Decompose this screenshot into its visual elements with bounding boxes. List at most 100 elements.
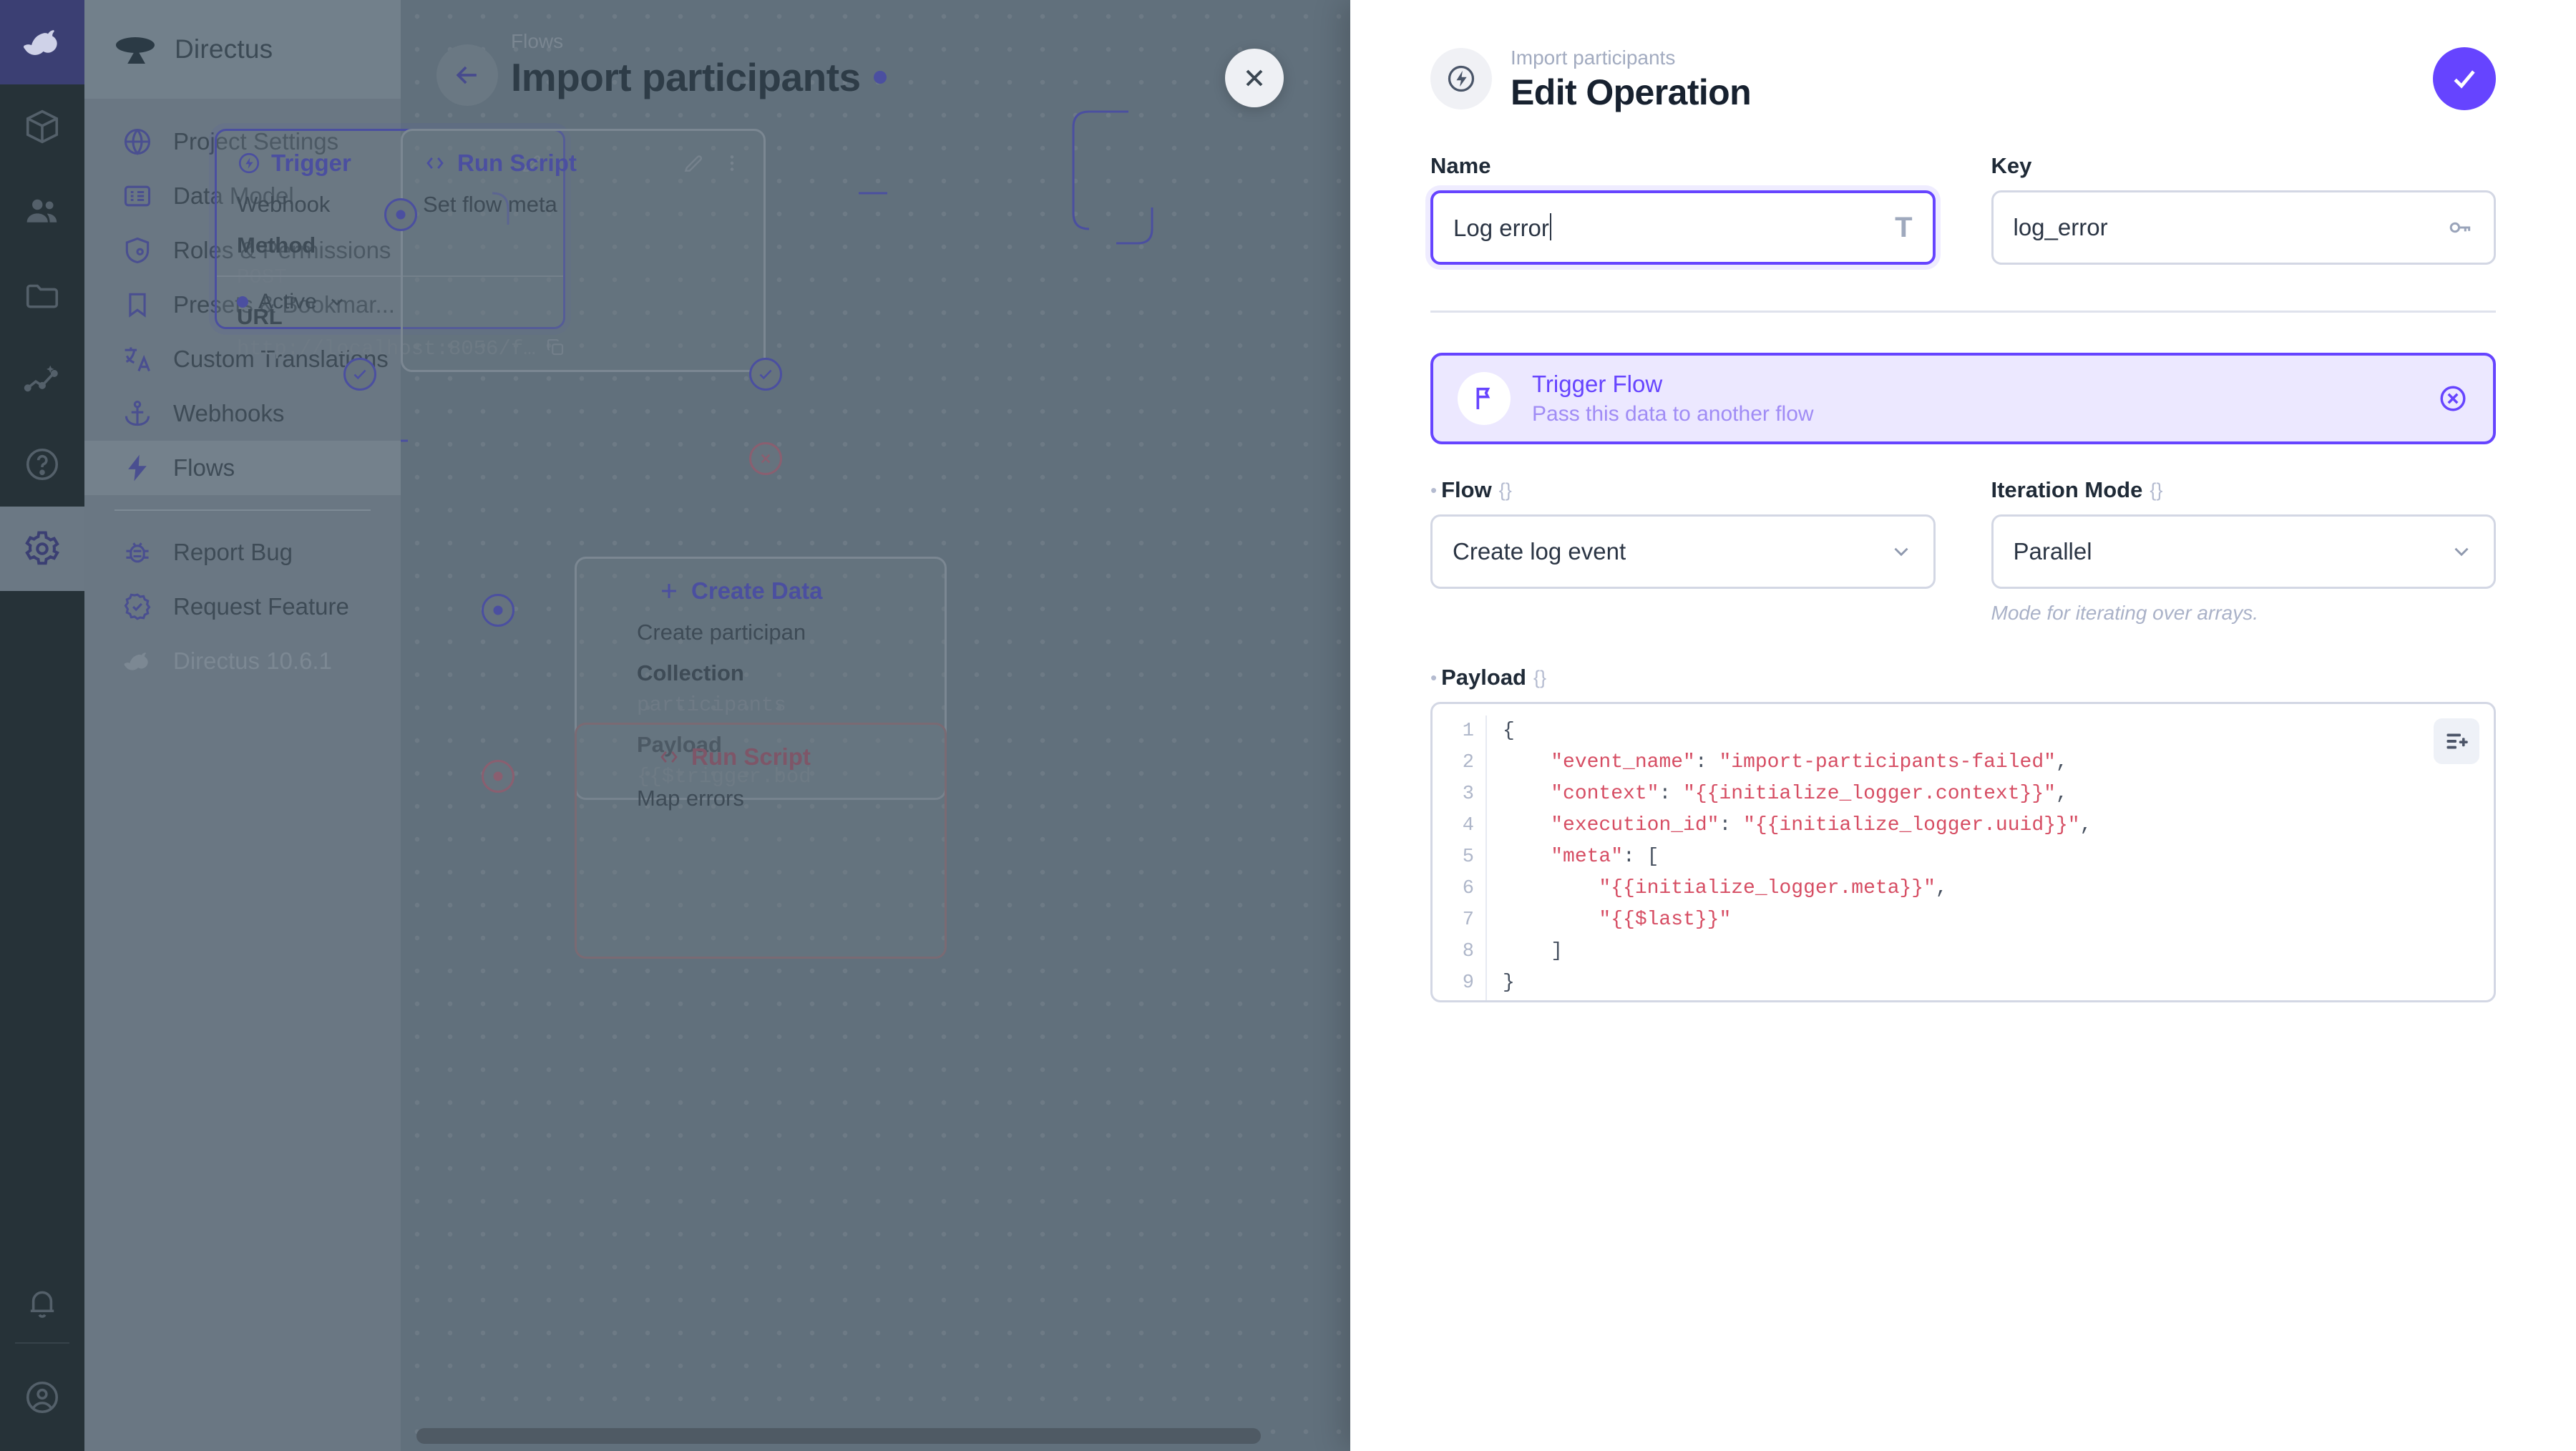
sidebar-item-presets-bookmarks[interactable]: Presets & Bookmar... [84,278,401,332]
module-item-content[interactable] [0,84,84,169]
feature-request-icon [122,591,153,622]
save-button[interactable] [2433,47,2496,110]
iteration-mode-field-group: Iteration Mode {} Parallel Mode for iter… [1991,477,2496,625]
operation-type-title: Trigger Flow [1532,371,1663,397]
sidebar-item-label: Project Settings [173,128,339,155]
back-button[interactable] [436,44,498,106]
breadcrumb[interactable]: Flows [511,30,564,52]
key-field-label: Key [1991,153,2032,178]
copy-icon[interactable] [545,336,566,361]
key-input-value: log_error [2013,214,2108,240]
drawer-breadcrumb: Import participants [1511,47,1676,69]
sidebar-item-data-model[interactable]: Data Model [84,169,401,223]
node-error-port[interactable] [749,442,782,475]
node-line: http://localhost:8056/f… [237,337,536,361]
node-input-port-error[interactable] [482,760,514,793]
check-icon [2454,70,2475,89]
node-header-label: Run Script [457,150,577,176]
flow-node-create-data[interactable]: Create Data Create participan Collection… [575,557,947,800]
node-success-port[interactable] [343,358,376,391]
sidebar-item-webhooks[interactable]: Webhooks [84,386,401,441]
sidebar-nav-list: Project Settings Data Model Roles & Perm… [84,99,401,495]
node-input-port[interactable] [384,198,417,231]
required-marker: • [1430,666,1438,688]
node-line: Map errors [637,786,744,811]
flow-iteration-row: • Flow {} Create log event Iteration Mod… [1430,477,2496,625]
name-input[interactable]: Log error T [1430,190,1936,265]
directus-rabbit-logo[interactable] [0,0,84,84]
flow-node-run-script-map-errors[interactable]: Run Script Map errors [575,723,947,959]
iteration-mode-select[interactable]: Parallel [1991,514,2496,589]
flow-select-value: Create log event [1453,538,1626,565]
flag-icon [1458,372,1511,425]
page-title: Import participants [511,54,887,100]
close-drawer-button[interactable] [1225,49,1284,107]
node-header: Create Data [577,559,945,612]
iteration-mode-field-label: Iteration Mode {} [1991,477,2163,502]
sidebar-item-label: Data Model [173,182,294,209]
code-brackets-icon [660,751,678,763]
close-circle-icon [2440,386,2466,411]
horizontal-scrollbar[interactable] [416,1428,1261,1444]
project-name: Directus [175,34,273,64]
name-field-group: Name Log error T [1430,153,1936,265]
node-line: POST [237,265,287,289]
remove-operation-type-button[interactable] [2437,383,2469,414]
key-icon [2446,214,2474,241]
node-status[interactable]: Active [217,275,563,327]
module-bar [0,0,84,1451]
edit-operation-drawer: Import participants Edit Operation Name … [1350,0,2576,1451]
module-item-user-directory[interactable] [0,169,84,253]
module-item-settings[interactable] [0,507,84,591]
admin-panel-icon [122,235,153,266]
node-input-port[interactable] [482,594,514,627]
module-item-file-library[interactable] [0,253,84,338]
node-body: Webhook Method POST URL http://localhost… [217,184,563,379]
drawer-title: Edit Operation [1511,72,1752,112]
payload-field-label: • Payload {} [1430,665,1547,690]
node-body: Create participan Collection participant… [577,612,945,807]
flow-select[interactable]: Create log event [1430,514,1936,589]
anchor-icon [122,398,153,429]
node-header-left: Run Script [597,743,811,771]
flow-header: Flows Import participants [436,29,887,106]
node-success-port[interactable] [749,358,782,391]
sidebar-item-request-feature[interactable]: Request Feature [84,580,401,634]
bolt-icon [122,452,153,484]
module-item-docs[interactable] [0,422,84,507]
operation-type-text: Trigger Flow Pass this data to another f… [1532,371,2416,426]
name-field-label: Name [1430,153,1491,178]
node-status-label: Active [258,290,317,313]
code-content[interactable]: { "event_name": "import-participants-fai… [1503,720,2092,994]
sidebar-item-label: Roles & Permissions [173,237,391,263]
flow-node-trigger[interactable]: Trigger Webhook Method POST URL http://l… [215,129,565,361]
sidebar-item-report-bug[interactable]: Report Bug [84,525,401,580]
sidebar-item-project-settings[interactable]: Project Settings [84,114,401,169]
module-item-insights[interactable] [0,338,84,422]
operation-type-card[interactable]: Trigger Flow Pass this data to another f… [1430,353,2496,444]
node-line: {{$trigger.bod [637,765,811,788]
list-alt-icon [122,180,153,212]
account-button[interactable] [0,1344,84,1451]
node-header-right[interactable] [520,152,543,175]
notifications-button[interactable] [0,1264,84,1342]
sidebar-item-roles-permissions[interactable]: Roles & Permissions [84,223,401,278]
version-label: Directus 10.6.1 [84,634,401,688]
iteration-mode-value: Parallel [2013,538,2092,565]
chevron-down-icon [2449,539,2474,564]
node-header-right[interactable] [682,152,743,175]
format-insert-icon[interactable] [2434,718,2479,764]
plus-icon [662,584,676,598]
project-header[interactable]: Directus [84,0,401,99]
key-input[interactable]: log_error [1991,190,2496,265]
sidebar-item-label: Flows [173,454,235,481]
sidebar-item-flows[interactable]: Flows [84,441,401,495]
flow-field-group: • Flow {} Create log event [1430,477,1936,625]
node-header-label: Create Data [691,577,823,604]
sidebar-item-label: Report Bug [173,539,293,565]
flow-node-run-script-set-flow-meta[interactable]: Run Script Set flow meta [401,129,766,372]
